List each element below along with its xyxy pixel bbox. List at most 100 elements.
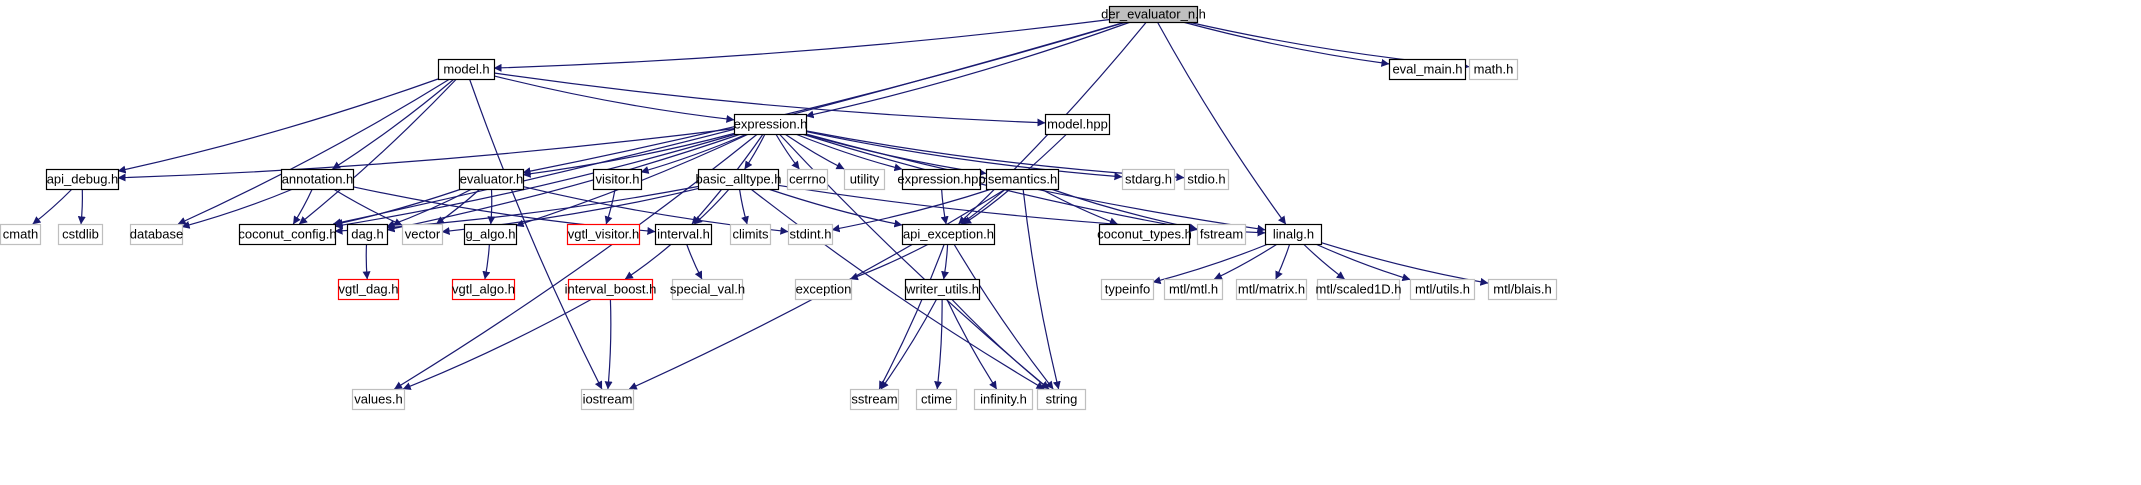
node-box	[1316, 278, 1401, 301]
node-annotation[interactable]: annotation.h	[280, 168, 355, 191]
node-iostream[interactable]: iostream	[580, 388, 635, 411]
node-semantics[interactable]: semantics.h	[985, 168, 1060, 191]
edge-expression-h-to-stdarg	[805, 131, 1123, 181]
node-mtl-blais[interactable]: mtl/blais.h	[1487, 278, 1558, 301]
node-box	[787, 223, 834, 246]
node-coconut-types[interactable]: coconut_types.h	[1097, 223, 1192, 246]
edge-semantics-to-stdint	[831, 188, 992, 233]
node-vgtl-visitor[interactable]: vgtl_visitor.h	[566, 223, 641, 246]
edge-linalg-to-mtl-scaled1D	[1302, 243, 1345, 280]
node-label: api_debug.h	[47, 172, 119, 187]
node-utility[interactable]: utility	[843, 168, 886, 191]
node-box	[1098, 223, 1191, 246]
node-label: climits	[732, 227, 769, 242]
edge-semantics-to-api-exception	[963, 188, 1011, 225]
edge-interval-to-interval-boost	[624, 243, 672, 280]
node-label: string	[1046, 392, 1078, 407]
node-box	[671, 278, 744, 301]
node-mtl-matrix[interactable]: mtl/matrix.h	[1235, 278, 1308, 301]
node-box	[463, 223, 518, 246]
node-label: sstream	[851, 392, 897, 407]
node-vgtl-dag[interactable]: vgtl_dag.h	[337, 278, 400, 301]
node-values[interactable]: values.h	[351, 388, 406, 411]
node-label: vgtl_visitor.h	[568, 227, 640, 242]
edge-basic-alltype-to-climits	[738, 188, 749, 225]
node-cerrno[interactable]: cerrno	[786, 168, 829, 191]
node-label: typeinfo	[1105, 282, 1151, 297]
node-fstream[interactable]: fstream	[1196, 223, 1247, 246]
node-box	[567, 278, 654, 301]
node-box	[437, 58, 496, 81]
node-model-hpp[interactable]: model.hpp	[1044, 113, 1111, 136]
node-stdarg[interactable]: stdarg.h	[1121, 168, 1176, 191]
node-label: math.h	[1474, 62, 1514, 77]
node-sstream[interactable]: sstream	[849, 388, 900, 411]
node-expression-h[interactable]: expression.h	[733, 113, 808, 136]
node-label: dag.h	[351, 227, 384, 242]
node-climits[interactable]: climits	[729, 223, 772, 246]
node-label: infinity.h	[980, 392, 1027, 407]
node-box	[238, 223, 337, 246]
node-api-exception[interactable]: api_exception.h	[901, 223, 996, 246]
edge-linalg-to-mtl-blais	[1320, 242, 1489, 286]
node-vector[interactable]: vector	[401, 223, 444, 246]
node-mtl-mtl[interactable]: mtl/mtl.h	[1163, 278, 1224, 301]
node-label: stdint.h	[790, 227, 832, 242]
node-interval-boost[interactable]: interval_boost.h	[565, 278, 657, 301]
node-box	[1108, 5, 1199, 24]
node-math-h[interactable]: math.h	[1468, 58, 1519, 81]
node-linalg[interactable]: linalg.h	[1264, 223, 1323, 246]
node-label: stdarg.h	[1125, 172, 1172, 187]
node-mtl-utils[interactable]: mtl/utils.h	[1409, 278, 1476, 301]
node-label: stdio.h	[1187, 172, 1225, 187]
node-label: cerrno	[789, 172, 826, 187]
edge-expression-h-to-basic-alltype	[744, 133, 766, 170]
node-box	[592, 168, 643, 191]
node-eval-main[interactable]: eval_main.h	[1388, 58, 1467, 81]
node-cstdlib[interactable]: cstdlib	[57, 223, 104, 246]
node-label: semantics.h	[988, 172, 1057, 187]
node-g-algo[interactable]: g_algo.h	[463, 223, 518, 246]
edge-linalg-to-mtl-mtl	[1213, 243, 1278, 280]
node-box	[451, 278, 516, 301]
node-mtl-scaled1D[interactable]: mtl/scaled1D.h	[1316, 278, 1402, 301]
node-special-val[interactable]: special_val.h	[670, 278, 745, 301]
node-box	[794, 278, 853, 301]
node-label: writer_utils.h	[905, 282, 979, 297]
node-interval[interactable]: interval.h	[654, 223, 713, 246]
node-vgtl-algo[interactable]: vgtl_algo.h	[451, 278, 516, 301]
node-der-evaluator-n[interactable]: der_evaluator_n.h	[1101, 5, 1206, 24]
node-visitor[interactable]: visitor.h	[592, 168, 643, 191]
node-api-debug[interactable]: api_debug.h	[45, 168, 120, 191]
node-label: special_val.h	[670, 282, 745, 297]
node-writer-utils[interactable]: writer_utils.h	[904, 278, 981, 301]
node-box	[1409, 278, 1476, 301]
node-basic-alltype[interactable]: basic_alltype.h	[696, 168, 782, 191]
edge-api-debug-to-cstdlib	[77, 188, 86, 225]
node-label: ctime	[921, 392, 952, 407]
node-cmath[interactable]: cmath	[0, 223, 42, 246]
node-label: eval_main.h	[1392, 62, 1462, 77]
node-box	[1264, 223, 1323, 246]
edge-model-h-to-api-debug	[117, 78, 439, 174]
node-exception[interactable]: exception	[794, 278, 853, 301]
node-evaluator[interactable]: evaluator.h	[458, 168, 525, 191]
edge-writer-utils-to-string	[951, 298, 1050, 390]
node-expression-hpp[interactable]: expression.hpp	[897, 168, 986, 191]
node-model-h[interactable]: model.h	[437, 58, 496, 81]
node-label: visitor.h	[595, 172, 639, 187]
node-ctime[interactable]: ctime	[915, 388, 958, 411]
node-database[interactable]: database	[129, 223, 184, 246]
node-label: model.hpp	[1047, 117, 1108, 132]
node-infinity[interactable]: infinity.h	[973, 388, 1034, 411]
node-box	[733, 113, 808, 136]
node-stdio[interactable]: stdio.h	[1183, 168, 1230, 191]
node-typeinfo[interactable]: typeinfo	[1100, 278, 1155, 301]
node-dag[interactable]: dag.h	[346, 223, 389, 246]
node-box	[697, 168, 780, 191]
node-string[interactable]: string	[1036, 388, 1087, 411]
node-stdint[interactable]: stdint.h	[787, 223, 834, 246]
node-coconut-config[interactable]: coconut_config.h	[238, 223, 337, 246]
node-box	[129, 223, 184, 246]
node-box	[901, 168, 982, 191]
